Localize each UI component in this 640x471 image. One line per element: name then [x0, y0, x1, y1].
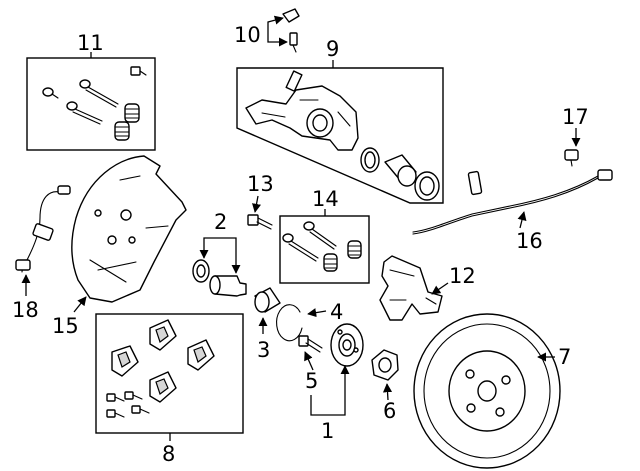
part-7-brake-rotor [413, 313, 561, 469]
dust-boot [414, 171, 440, 201]
callout-7: 7 [558, 345, 571, 369]
callout-9: 9 [326, 37, 339, 61]
guide-pin-long [79, 79, 119, 108]
pin-14a [303, 221, 337, 250]
pad-3 [187, 339, 215, 371]
pad-1 [149, 319, 177, 351]
piston [384, 154, 417, 187]
callout-13: 13 [247, 172, 274, 196]
pin-14b [282, 233, 319, 262]
callout-4: 4 [330, 300, 343, 324]
callout-5: 5 [305, 369, 318, 393]
boot-14b [323, 253, 338, 272]
callout-10: 10 [234, 23, 261, 47]
part-10-bleeder-group [267, 8, 300, 53]
part-2-guide-pin [192, 237, 247, 297]
part-16-abs-sensor [412, 169, 613, 235]
part-11-caliper-pin-kit-group [26, 52, 156, 151]
callout-11: 11 [77, 31, 104, 55]
guide-pin-upper [42, 87, 59, 99]
guide-pin-2 [209, 275, 247, 297]
caliper-body [245, 70, 359, 151]
part-14-pin-kit-group [279, 209, 370, 284]
part-9-caliper-group [236, 60, 444, 204]
part-1-hub-bearing [310, 323, 364, 416]
callout-3: 3 [257, 338, 270, 362]
callout-8: 8 [162, 442, 175, 466]
callout-2: 2 [214, 210, 227, 234]
guide-boot-2 [192, 259, 210, 283]
small-bolt-11 [130, 66, 147, 76]
callout-16: 16 [516, 229, 543, 253]
part-4-snap-ring [276, 304, 327, 342]
callout-12: 12 [449, 264, 476, 288]
bleeder-screw [289, 32, 298, 53]
sensor-connector [467, 170, 483, 196]
callout-14: 14 [312, 187, 339, 211]
guide-pin-short [66, 101, 103, 125]
boot-upper [124, 103, 140, 123]
piston-seal [360, 147, 380, 173]
boot-14a [347, 240, 362, 259]
part-15-backing-plate [71, 155, 187, 313]
boot-lower [114, 121, 130, 141]
callout-1: 1 [321, 419, 334, 443]
callout-18: 18 [12, 298, 39, 322]
pad-4 [149, 371, 177, 403]
part-18-wiring-harness [15, 185, 71, 296]
part-13-caliper-bolt [247, 195, 273, 230]
pad-bolts [106, 391, 150, 418]
callout-6: 6 [383, 399, 396, 423]
pad-2 [111, 345, 139, 377]
part-17-sensor-bolt [564, 128, 581, 167]
callout-17: 17 [562, 105, 589, 129]
part-6-hub-nut [371, 349, 399, 401]
kit-box-9 [236, 67, 444, 204]
part-12-caliper-bracket [379, 255, 449, 321]
part-8-brake-pad-kit-group [95, 313, 244, 441]
sensor-tip [597, 169, 613, 181]
bleeder-cap [282, 8, 300, 23]
part-5-hub-bolt [298, 335, 323, 371]
part-3-bushing [254, 287, 281, 334]
callout-15: 15 [52, 314, 79, 338]
